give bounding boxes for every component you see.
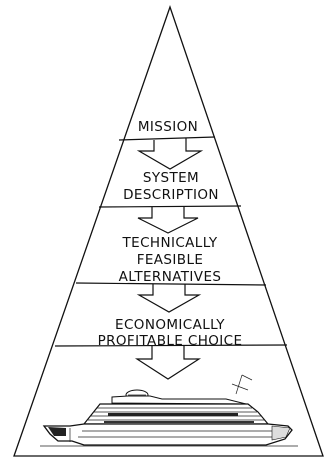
- level-3-line-1: PROFITABLE CHOICE: [98, 333, 243, 349]
- level-2-line-0: TECHNICALLY: [122, 235, 218, 251]
- tier-divider-3: [75, 282, 267, 286]
- level-2-line-2: ALTERNATIVES: [119, 269, 222, 285]
- arrow-down-2: [137, 206, 199, 234]
- arrow-down-1: [136, 138, 204, 170]
- tier-divider-4: [54, 344, 288, 347]
- level-0-line-0: MISSION: [138, 119, 198, 135]
- arrow-down-3: [136, 284, 202, 313]
- level-mission-label: MISSION: [138, 119, 198, 135]
- level-2-line-1: FEASIBLE: [137, 252, 204, 268]
- level-3-line-0: ECONOMICALLY: [115, 317, 225, 333]
- arrow-down-4: [134, 346, 202, 380]
- tier-divider-1: [118, 136, 216, 141]
- level-1-line-1: DESCRIPTION: [123, 187, 219, 203]
- tier-divider-2: [98, 205, 242, 208]
- cruise-ship-icon: [40, 374, 298, 447]
- pyramid-outline: [13, 5, 324, 457]
- level-1-line-0: SYSTEM: [143, 170, 199, 186]
